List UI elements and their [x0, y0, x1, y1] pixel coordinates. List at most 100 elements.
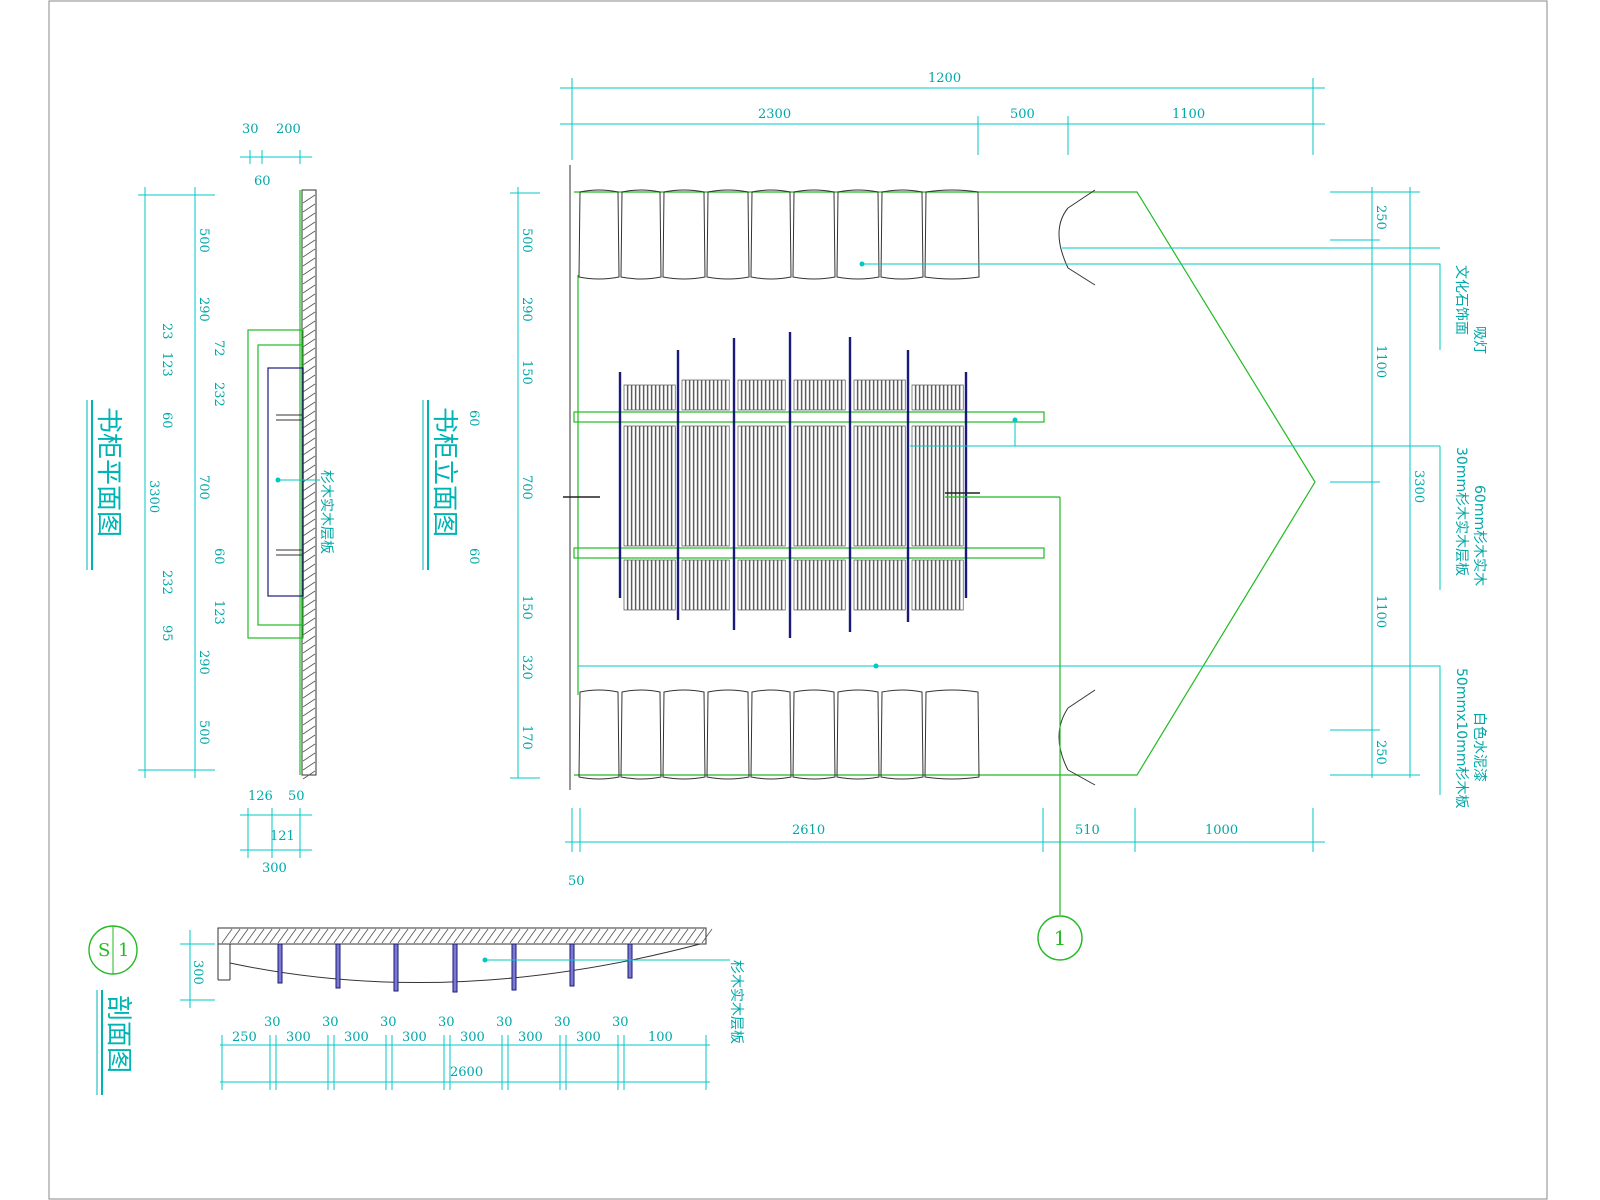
plan-dim-left-0: 500: [196, 228, 211, 253]
book-spine: [643, 559, 648, 611]
hatch-line: [302, 356, 316, 366]
section-dim-thick: 30: [380, 1015, 397, 1030]
plan-dim-left-1: 290: [196, 297, 211, 322]
book-spine: [885, 379, 890, 411]
elev-dim-left-8: 170: [519, 725, 534, 750]
book-spine: [833, 559, 838, 611]
book-spine: [737, 379, 742, 411]
hatch-line: [302, 518, 316, 528]
book-spine: [623, 559, 628, 611]
hatch-line: [341, 928, 353, 944]
elevation-view: 1200 2300 500 1100 2610 510 1000 50 500 …: [422, 71, 1488, 961]
culture-stone: [662, 189, 706, 280]
book-spine: [753, 559, 758, 611]
hatch-line: [302, 383, 316, 393]
book-spine: [749, 425, 754, 547]
book-spine: [655, 559, 660, 611]
hatch-line: [302, 563, 316, 573]
hatch-line: [302, 644, 316, 654]
plan-dim-left-2: 23: [159, 323, 174, 340]
hatch-line: [302, 248, 316, 258]
book-spine: [881, 379, 886, 411]
plan-dim-bot-a: 126: [248, 789, 273, 804]
book-spine: [889, 425, 894, 547]
note-paint: 白色水泥漆: [1471, 712, 1488, 782]
book-spine: [873, 425, 878, 547]
hatch-line: [693, 928, 705, 944]
hatch-line: [237, 928, 249, 944]
book-spine: [705, 559, 710, 611]
hatch-line: [302, 257, 316, 267]
plan-dim-top-b: 200: [276, 122, 301, 137]
book-spine: [639, 425, 644, 547]
hatch-line: [302, 626, 316, 636]
book-spine: [635, 559, 640, 611]
hatch-line: [597, 928, 609, 944]
book-spine: [741, 559, 746, 611]
book-spine: [737, 559, 742, 611]
book-spine: [857, 425, 862, 547]
section-slab-hatch: [221, 928, 713, 944]
hatch-line: [573, 928, 585, 944]
plan-dim-right-6: 500: [196, 720, 211, 745]
plan-dim-left-6: 95: [159, 625, 174, 642]
section-shelf: [627, 943, 633, 979]
book-spine: [647, 425, 652, 547]
book-spine: [697, 425, 702, 547]
book-spine: [821, 425, 826, 547]
hatch-line: [302, 698, 316, 708]
section-dim-thick: 30: [554, 1015, 571, 1030]
elev-dim-top-b: 500: [1010, 107, 1035, 122]
book-spine: [671, 425, 676, 547]
hatch-line: [302, 347, 316, 357]
hatch-line: [302, 221, 316, 231]
hatch-line: [302, 680, 316, 690]
book-spine: [777, 425, 782, 547]
book-spine: [635, 425, 640, 547]
book-spine: [681, 559, 686, 611]
hatch-line: [285, 928, 297, 944]
hatch-line: [302, 392, 316, 402]
book-spine: [877, 559, 882, 611]
book-spine: [761, 425, 766, 547]
book-spine: [829, 559, 834, 611]
section-dim-span: 300: [344, 1030, 369, 1045]
book-spine: [833, 379, 838, 411]
hatch-line: [429, 928, 441, 944]
note-board50: 50mmx10mm杉木板: [1453, 668, 1469, 808]
book-spine: [663, 559, 668, 611]
section-dim-span: 300: [460, 1030, 485, 1045]
plan-dim-right-0: 72: [211, 340, 226, 357]
culture-stone: [578, 689, 620, 780]
hatch-line: [245, 928, 257, 944]
section-dim-thick: 30: [322, 1015, 339, 1030]
hatch-line: [701, 928, 713, 944]
hatch-line: [317, 928, 329, 944]
culture-stone: [924, 189, 980, 280]
section-shelf: [335, 943, 341, 989]
book-spine: [869, 379, 874, 411]
book-spine: [717, 425, 722, 547]
elev-dim-left-0: 500: [519, 228, 534, 253]
book-spine: [781, 559, 786, 611]
hatch-line: [302, 194, 316, 204]
book-spine: [885, 425, 890, 547]
book-spine: [853, 425, 858, 547]
hatch-line: [302, 365, 316, 375]
hatch-line: [302, 302, 316, 312]
hatch-line: [302, 284, 316, 294]
elev-dim-left-6: 150: [519, 595, 534, 620]
elev-dim-bot-c: 1000: [1205, 823, 1238, 838]
hatch-line: [302, 581, 316, 591]
book-spine: [667, 559, 672, 611]
book-spine: [689, 425, 694, 547]
book-spine: [709, 425, 714, 547]
book-spine: [919, 425, 924, 547]
book-spine: [901, 425, 906, 547]
plan-dim-right-5: 290: [196, 650, 211, 675]
book-spine: [893, 559, 898, 611]
hatch-line: [302, 671, 316, 681]
book-spine: [635, 384, 640, 411]
elev-dim-bot-b: 510: [1075, 823, 1100, 838]
